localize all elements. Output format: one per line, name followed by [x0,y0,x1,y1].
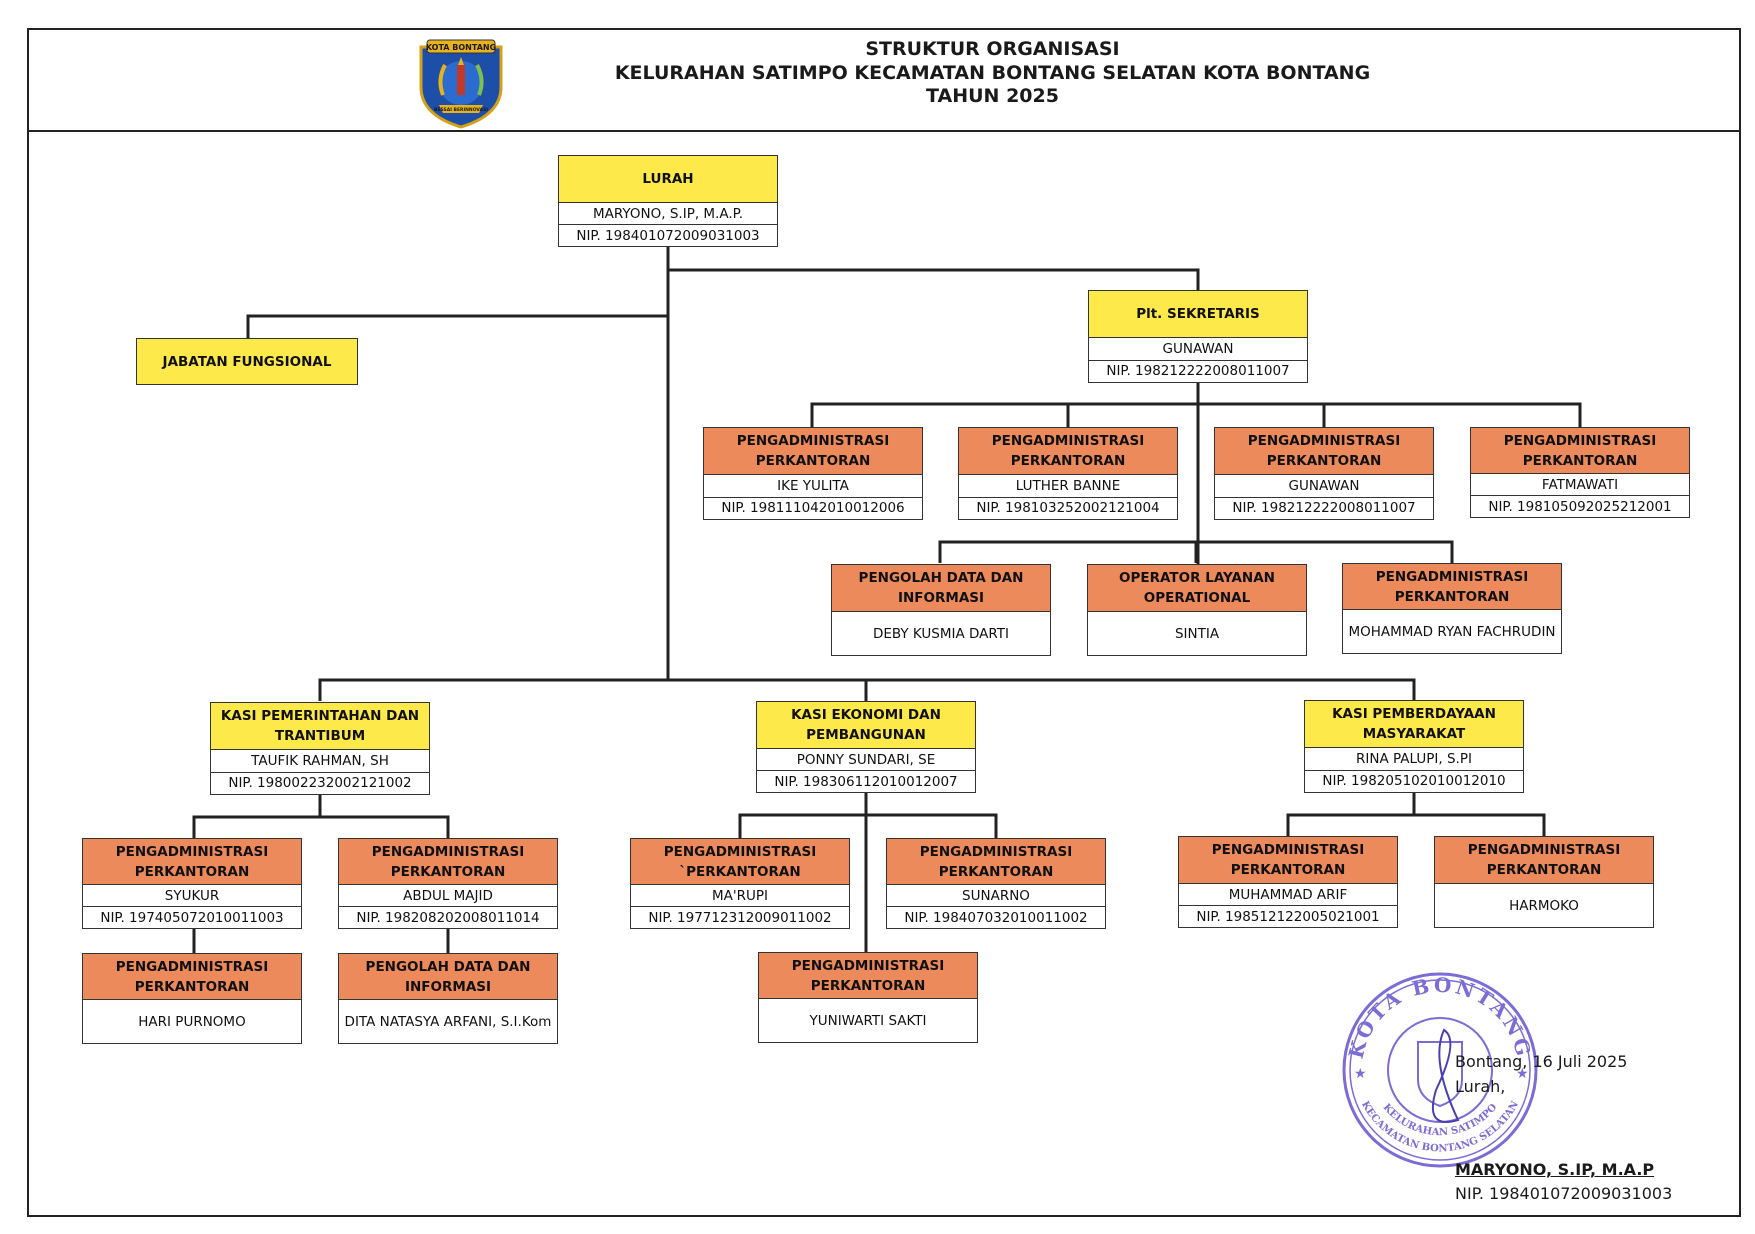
jabatan-fungsional-box: JABATAN FUNGSIONAL [136,338,358,385]
signature-place-date: Bontang, 16 Juli 2025 [1455,1052,1628,1071]
sek-staff-1: PENGADMINISTRASI PERKANTORAN IKE YULITA … [703,427,923,520]
logo-text-top: KOTA BONTANG [426,43,496,52]
svg-text:★: ★ [1354,1066,1367,1082]
sekretaris-nip: NIP. 198212222008011007 [1106,363,1290,380]
pem-staff-4: PENGOLAH DATA DAN INFORMASI DITA NATASYA… [338,953,558,1044]
sekretaris-title: Plt. SEKRETARIS [1089,291,1307,338]
sek-staff-4-name: FATMAWATI [1471,474,1689,496]
pem-staff-4-name: DITA NATASYA ARFANI, S.I.Kom [344,1013,552,1030]
sek-staff2-3: PENGADMINISTRASI PERKANTORAN MOHAMMAD RY… [1342,563,1562,654]
sek-staff2-1-title: PENGOLAH DATA DAN INFORMASI [832,565,1050,612]
sek-staff2-2: OPERATOR LAYANAN OPERATIONAL SINTIA [1087,564,1307,656]
title-line-1: STRUKTUR ORGANISASI [865,38,1120,60]
sek-staff-1-name: IKE YULITA [704,475,922,498]
eko-staff-3: PENGADMINISTRASI PERKANTORAN YUNIWARTI S… [758,952,978,1043]
eko-staff-2-name: SUNARNO [887,885,1105,907]
lurah-name: MARYONO, S.IP, M.A.P. [559,203,777,225]
signature-nip: NIP. 198401072009031003 [1455,1184,1673,1203]
sek-staff-2-name: LUTHER BANNE [959,475,1177,498]
pem-staff-4-title: PENGOLAH DATA DAN INFORMASI [339,954,557,1000]
pmb-staff-2-name: HARMOKO [1509,897,1579,914]
kasi-pemerintahan-box: KASI PEMERINTAHAN DAN TRANTIBUM TAUFIK R… [210,702,430,795]
kasi-pemberdayaan-box: KASI PEMBERDAYAAN MASYARAKAT RINA PALUPI… [1304,700,1524,793]
logo-text-bottom: BESSAI BERINNOVASI [434,107,488,113]
header-divider [27,130,1741,132]
pem-staff-3: PENGADMINISTRASI PERKANTORAN HARI PURNOM… [82,953,302,1044]
eko-staff-1-name: MA'RUPI [631,885,849,907]
sek-staff2-1: PENGOLAH DATA DAN INFORMASI DEBY KUSMIA … [831,564,1051,656]
sek-staff-4-nip: NIP. 198105092025212001 [1488,498,1672,515]
sek-staff2-3-name: MOHAMMAD RYAN FACHRUDIN [1348,623,1556,640]
sek-staff-1-nip: NIP. 198111042010012006 [721,500,905,517]
pem-staff-1-nip: NIP. 197405072010011003 [100,909,284,926]
lurah-nip: NIP. 198401072009031003 [576,227,760,244]
title-line-3: TAHUN 2025 [926,85,1059,107]
sek-staff-4: PENGADMINISTRASI PERKANTORAN FATMAWATI N… [1470,427,1690,518]
pem-staff-3-name: HARI PURNOMO [138,1013,246,1030]
sek-staff-3: PENGADMINISTRASI PERKANTORAN GUNAWAN NIP… [1214,427,1434,520]
lurah-title: LURAH [559,156,777,203]
kasi-1-nip: NIP. 198002232002121002 [228,775,412,792]
lurah-box: LURAH MARYONO, S.IP, M.A.P. NIP. 1984010… [558,155,778,247]
sek-staff-3-title: PENGADMINISTRASI PERKANTORAN [1215,428,1433,475]
sek-staff2-1-name: DEBY KUSMIA DARTI [872,625,1010,642]
sek-staff-3-name: GUNAWAN [1215,475,1433,498]
title-line-2: KELURAHAN SATIMPO KECAMATAN BONTANG SELA… [614,62,1371,84]
sek-staff-2-nip: NIP. 198103252002121004 [976,500,1160,517]
sek-staff-3-nip: NIP. 198212222008011007 [1232,500,1416,517]
eko-staff-1-title: PENGADMINISTRASI `PERKANTORAN [631,839,849,885]
kasi-1-title: KASI PEMERINTAHAN DAN TRANTIBUM [211,703,429,750]
pmb-staff-1: PENGADMINISTRASI PERKANTORAN MUHAMMAD AR… [1178,836,1398,928]
eko-staff-1-nip: NIP. 197712312009011002 [648,909,832,926]
pem-staff-1-name: SYUKUR [83,885,301,907]
pem-staff-2: PENGADMINISTRASI PERKANTORAN ABDUL MAJID… [338,838,558,929]
kasi-3-title: KASI PEMBERDAYAAN MASYARAKAT [1305,701,1523,748]
pem-staff-2-name: ABDUL MAJID [339,885,557,907]
signature-name: MARYONO, S.IP, M.A.P [1455,1160,1655,1179]
svg-text:★: ★ [1516,1066,1529,1082]
sek-staff2-3-title: PENGADMINISTRASI PERKANTORAN [1343,564,1561,610]
kasi-2-nip: NIP. 198306112010012007 [774,773,958,790]
eko-staff-2-nip: NIP. 198407032010011002 [904,909,1088,926]
kasi-ekonomi-box: KASI EKONOMI DAN PEMBANGUNAN PONNY SUNDA… [756,701,976,793]
pmb-staff-1-title: PENGADMINISTRASI PERKANTORAN [1179,837,1397,884]
official-stamp: KOTA BONTANG KELURAHAN SATIMPO KECAMATAN… [1342,972,1538,1168]
pem-staff-1: PENGADMINISTRASI PERKANTORAN SYUKUR NIP.… [82,838,302,929]
sekretaris-box: Plt. SEKRETARIS GUNAWAN NIP. 19821222200… [1088,290,1308,383]
kota-bontang-logo: KOTA BONTANG BESSAI BERINNOVASI [419,39,503,129]
sek-staff2-2-name: SINTIA [1174,625,1220,642]
sek-staff-1-title: PENGADMINISTRASI PERKANTORAN [704,428,922,475]
sek-staff2-2-title: OPERATOR LAYANAN OPERATIONAL [1088,565,1306,612]
pmb-staff-1-name: MUHAMMAD ARIF [1179,884,1397,906]
pem-staff-1-title: PENGADMINISTRASI PERKANTORAN [83,839,301,885]
sekretaris-name: GUNAWAN [1089,338,1307,361]
eko-staff-2: PENGADMINISTRASI PERKANTORAN SUNARNO NIP… [886,838,1106,929]
pem-staff-3-title: PENGADMINISTRASI PERKANTORAN [83,954,301,1000]
kasi-2-name: PONNY SUNDARI, SE [757,749,975,771]
kasi-1-name: TAUFIK RAHMAN, SH [211,750,429,773]
kasi-2-title: KASI EKONOMI DAN PEMBANGUNAN [757,702,975,749]
sek-staff-2-title: PENGADMINISTRASI PERKANTORAN [959,428,1177,475]
sek-staff-2: PENGADMINISTRASI PERKANTORAN LUTHER BANN… [958,427,1178,520]
kasi-3-nip: NIP. 198205102010012010 [1322,773,1506,790]
eko-staff-3-name: YUNIWARTI SAKTI [809,1012,927,1029]
eko-staff-1: PENGADMINISTRASI `PERKANTORAN MA'RUPI NI… [630,838,850,929]
pmb-staff-1-nip: NIP. 198512122005021001 [1196,908,1380,925]
eko-staff-2-title: PENGADMINISTRASI PERKANTORAN [887,839,1105,885]
signature-role: Lurah, [1455,1077,1506,1096]
eko-staff-3-title: PENGADMINISTRASI PERKANTORAN [759,953,977,999]
pem-staff-2-title: PENGADMINISTRASI PERKANTORAN [339,839,557,885]
pmb-staff-2-title: PENGADMINISTRASI PERKANTORAN [1435,837,1653,884]
pmb-staff-2: PENGADMINISTRASI PERKANTORAN HARMOKO [1434,836,1654,928]
document-frame [27,28,1741,1217]
kasi-3-name: RINA PALUPI, S.PI [1305,748,1523,771]
sek-staff-4-title: PENGADMINISTRASI PERKANTORAN [1471,428,1689,474]
pem-staff-2-nip: NIP. 198208202008011014 [356,909,540,926]
